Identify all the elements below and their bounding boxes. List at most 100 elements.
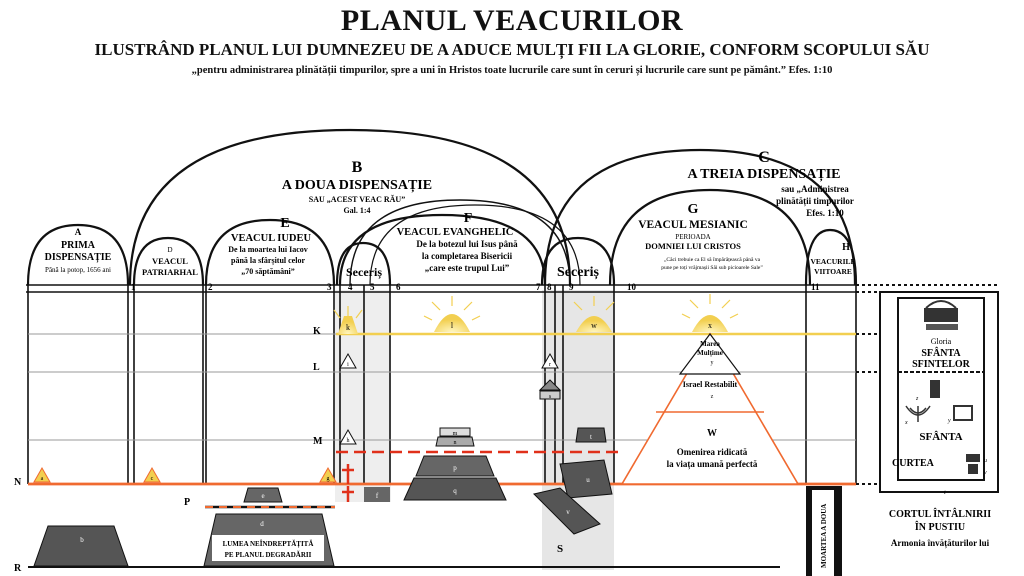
plane-label-l: L [313,362,320,373]
great-pyramid: Marea Mulțime y Israel Restabilit z W Om… [620,332,800,485]
arch-harvest-1 [335,241,392,286]
age-f-line-3: „care este trupul Lui” [425,263,510,273]
holiest-label-1: SFÂNTA [921,347,961,359]
pyramid-i: i [339,352,357,369]
svg-text:la viața umană perfectă: la viața umană perfectă [667,459,758,469]
disp-b-sub: SAU „ACEST VEAC RĂU” [309,194,405,204]
svg-text:k: k [346,323,350,332]
pyramid-a: a [33,466,51,483]
age-g-line-1: PERIOADA [675,233,710,241]
table-icon [953,405,973,421]
age-e-line-1: De la moartea lui Iacov [228,245,308,254]
tabernacle-caption-1: CORTUL ÎNTÂLNIRII [889,508,991,520]
svg-text:S: S [557,543,563,555]
pyramid-r: r [541,352,559,369]
svg-text:PE PLANUL DEGRADĂRII: PE PLANUL DEGRADĂRII [225,551,312,559]
age-f-line-1: De la botezul lui Isus până [416,239,518,249]
plane-label-m: M [313,436,323,447]
pyramid-g: g [319,466,337,483]
svg-text:MOARTEA A DOUA: MOARTEA A DOUA [820,504,828,568]
letter-c: C [758,149,770,166]
age-f-line-2: la completarea Bisericii [422,251,513,261]
svg-text:e: e [261,492,264,500]
age-d-line-1: VEACUL [152,256,188,266]
svg-text:u: u [586,476,590,484]
page-title: PLANUL VEACURILOR [340,4,684,37]
arch-age-f [338,213,547,286]
svg-text:g: g [327,476,330,482]
arch-age-d [132,236,205,286]
svg-text:f: f [376,492,379,500]
svg-text:h: h [347,438,350,444]
gloria-label: Gloria [931,337,952,346]
letter-g: G [688,202,699,217]
pyramid-c: c [143,466,161,483]
pyramid-s: s [538,379,562,400]
marker-9: 9 [569,282,574,292]
svg-text:y: y [711,360,714,366]
block-e: e [243,487,283,503]
tabernacle-diagram: Gloria SFÂNTA SFINTELOR z x y SFÂNTA u v… [879,291,999,548]
marker-2: 2 [208,282,213,292]
age-e-line-3: „70 săptămâni” [241,267,295,276]
glory-sun-x: x [681,294,739,332]
cross-icon [342,464,354,502]
svg-text:u: u [984,458,987,464]
svg-text:l: l [451,321,454,330]
tabernacle-caption-2: ÎN PUSTIU [915,521,965,533]
block-f [364,487,390,502]
tabernacle-caption-3: Armonia învățăturilor lui [891,538,990,548]
svg-text:m: m [453,431,458,437]
svg-text:W: W [707,428,717,439]
arch-dispensation-b [128,128,572,286]
disp-b-title: A DOUA DISPENSAȚIE [282,178,432,193]
age-h-line-1: VEACURILE [810,257,855,266]
svg-text:t: t [944,490,946,496]
svg-text:n: n [454,440,457,446]
marker-11: 11 [811,282,820,292]
letter-a: A [75,227,82,237]
disp-a-title-1: PRIMA [61,240,96,251]
marker-10: 10 [627,282,637,292]
svg-text:w: w [591,321,597,330]
block-d: d LUMEA NEÎNDREPTĂȚITĂ PE PLANUL DEGRADĂ… [203,513,335,567]
svg-text:q: q [453,487,457,495]
age-g-line-4: pune pe toți vrăjmașii Săi sub picioarel… [661,265,763,271]
disp-c-sub-1: sau „Administrea [781,184,849,194]
letter-d: D [167,246,172,254]
svg-text:v: v [984,470,987,476]
falling-blocks: t u v S [533,427,613,555]
plane-label-k: K [313,326,321,337]
svg-text:c: c [151,476,154,482]
letter-h: H [842,242,850,253]
svg-text:Mulțime: Mulțime [697,349,723,357]
glory-sun-l: l [423,296,481,332]
marker-8: 8 [547,282,552,292]
age-g-line-3: „Căci trebuie ca El să împărățească până… [664,257,761,263]
disp-c-sub-2: plinătății timpurilor [776,196,854,206]
svg-text:r: r [549,362,551,368]
svg-text:Omenirea ridicată: Omenirea ridicată [677,447,748,457]
arch-age-e [204,218,336,286]
holiest-label-2: SFINTELOR [912,359,971,370]
svg-text:p: p [453,464,457,472]
arch-dispensation-a [26,223,130,286]
age-d-line-2: PATRIARHAL [142,267,198,277]
holy-label: SFÂNTA [919,431,962,443]
svg-text:Israel Restabilit: Israel Restabilit [683,380,738,389]
disp-a-note: Până la potop, 1656 ani [45,266,111,274]
marker-5: 5 [370,282,375,292]
letter-b: B [352,159,363,176]
court-label: CURTEA [892,458,935,469]
marker-4: 4 [348,282,353,292]
disp-b-ref: Gal. 1:4 [343,206,370,215]
svg-text:z: z [915,396,919,402]
age-e-line-2: până la sfârșitul celor [231,256,305,265]
disp-a-title-2: DISPENSAȚIE [45,252,112,263]
pyramid-stack-mnpq: m n p q [403,427,507,501]
pyramid-h: h [339,428,357,445]
harvest-label-1: Seceriș [346,265,382,280]
marker-6: 6 [396,282,401,292]
plane-label-n: N [14,477,22,488]
